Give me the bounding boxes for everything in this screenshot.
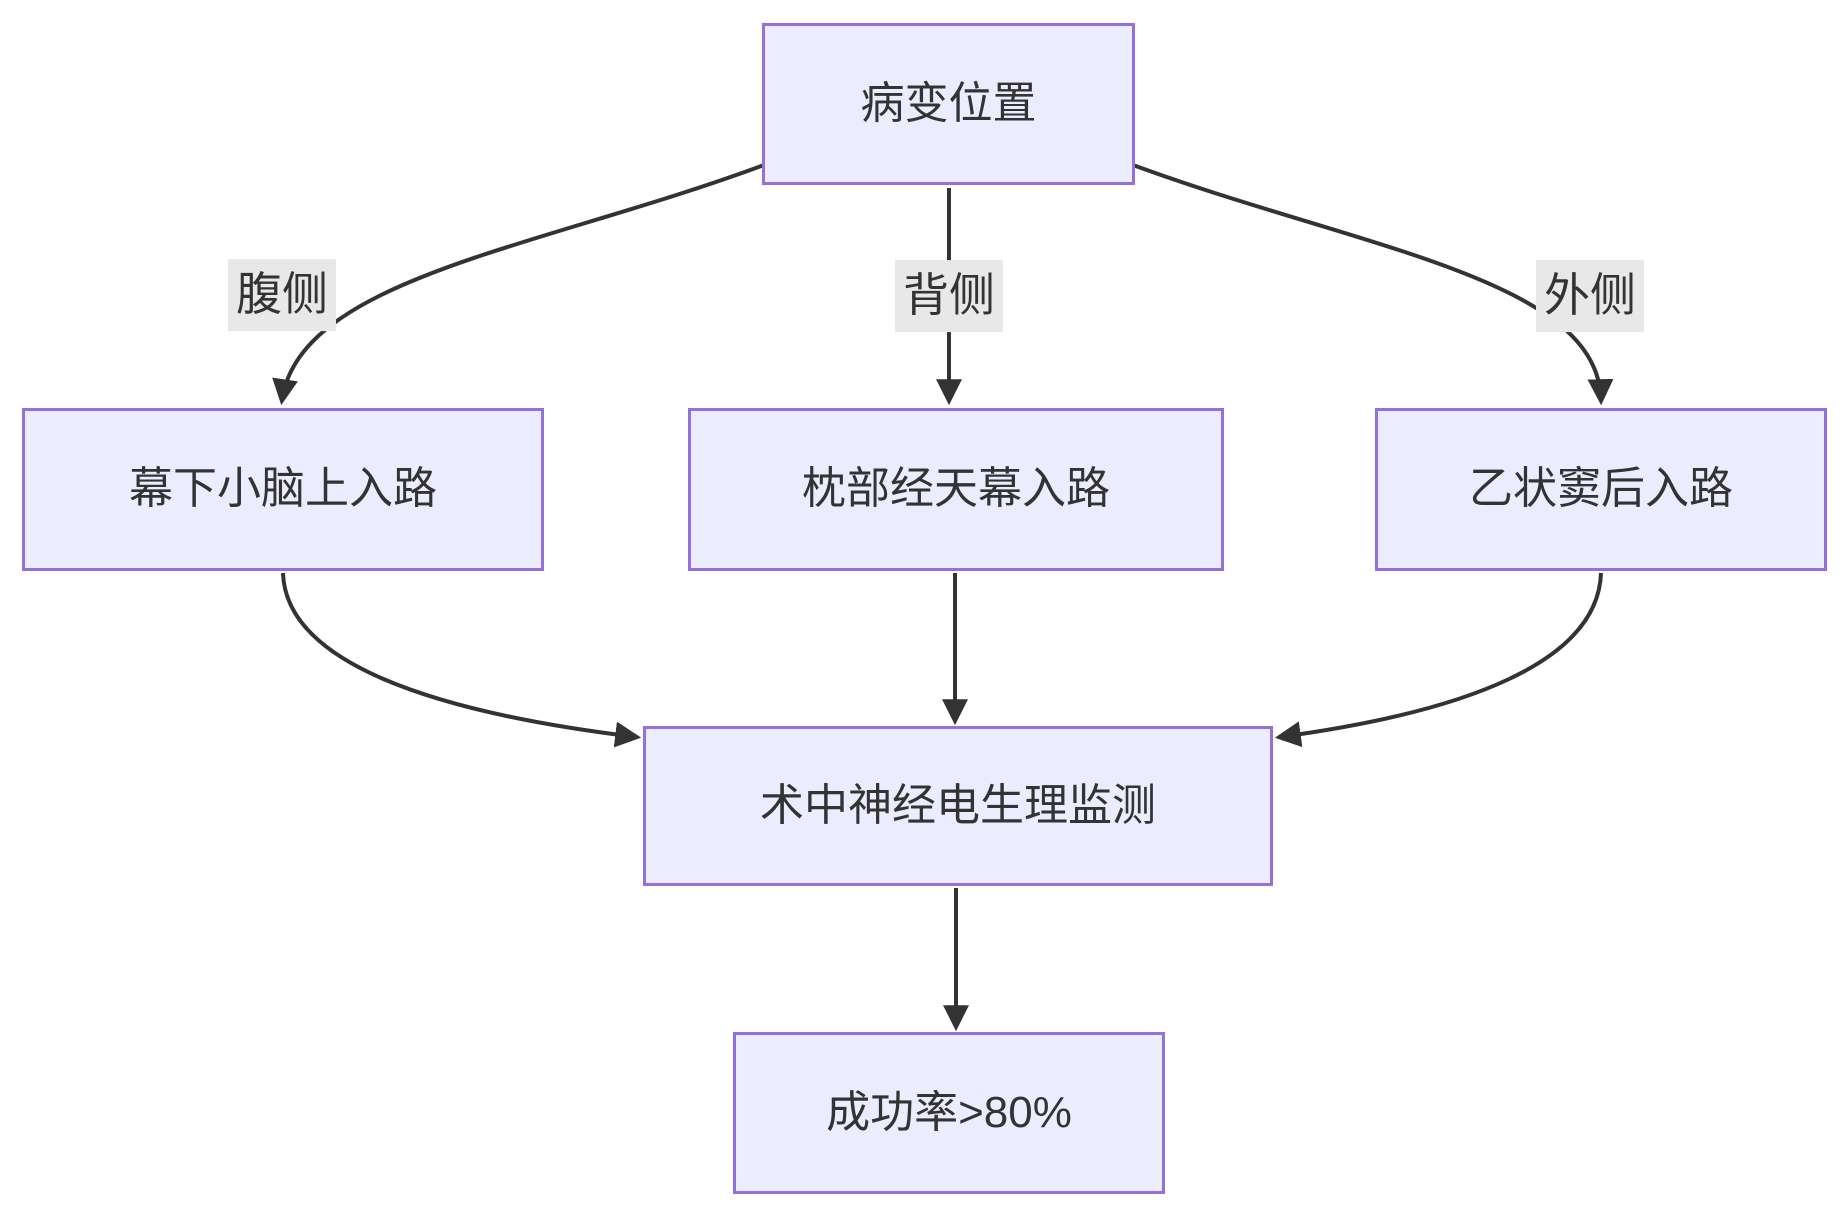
- node-lesion-location-label: 病变位置: [860, 78, 1037, 128]
- node-occipital-transtentorial-approach-label: 枕部经天幕入路: [802, 464, 1110, 514]
- node-infratentorial-supracerebellar-approach-label: 幕下小脑上入路: [129, 464, 437, 514]
- edge-ventral-to-monitoring: [281, 572, 642, 748]
- edge-lateral-to-monitoring: [1274, 572, 1603, 748]
- node-occipital-transtentorial-approach: 枕部经天幕入路: [688, 408, 1224, 571]
- node-retrosigmoid-approach-label: 乙状窦后入路: [1469, 464, 1733, 514]
- node-intraoperative-neurophysiological-monitoring: 术中神经电生理监测: [643, 726, 1273, 886]
- node-retrosigmoid-approach: 乙状窦后入路: [1375, 408, 1827, 571]
- node-success-rate-label: 成功率>80%: [826, 1087, 1072, 1137]
- edge-lesion-to-ventral: [272, 163, 765, 406]
- edge-label-dorsal: 背侧: [895, 260, 1003, 332]
- edge-label-ventral: 腹侧: [228, 259, 336, 331]
- edge-label-lateral: 外侧: [1536, 260, 1644, 332]
- edge-lesion-to-lateral: [1132, 163, 1614, 406]
- node-success-rate: 成功率>80%: [733, 1032, 1165, 1194]
- node-lesion-location: 病变位置: [762, 23, 1135, 185]
- node-infratentorial-supracerebellar-approach: 幕下小脑上入路: [22, 408, 544, 571]
- node-intraoperative-neurophysiological-monitoring-label: 术中神经电生理监测: [760, 780, 1156, 830]
